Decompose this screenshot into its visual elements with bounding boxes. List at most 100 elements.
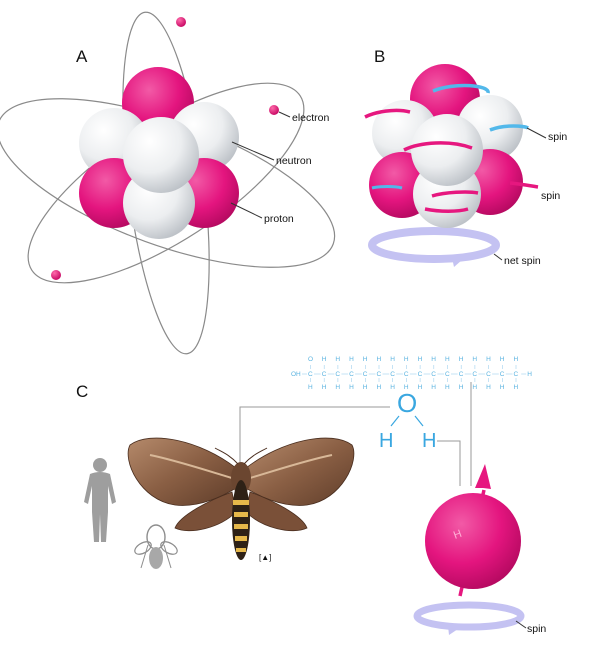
chain-carbon: C: [431, 371, 436, 378]
chain-hydrogen: H: [308, 384, 313, 391]
chain-hydrogen: H: [349, 384, 354, 391]
moth-scale-label: [▲]: [259, 553, 271, 562]
chain-hydrogen: H: [322, 356, 327, 363]
chain-hydrogen: H: [349, 356, 354, 363]
nucleus: [79, 67, 239, 239]
chain-hydrogen: H: [363, 356, 368, 363]
spin-arrow-magenta: [364, 108, 411, 119]
hydrogen-nucleus: [425, 493, 521, 589]
chain-hydrogen: H: [390, 384, 395, 391]
chain-hydrogen: H: [486, 384, 491, 391]
chain-terminal-hydrogen: H: [527, 371, 532, 378]
chain-hydrogen: H: [418, 356, 423, 363]
chain-hydrogen: H: [500, 384, 505, 391]
neutron-leader: [231, 141, 275, 161]
water-molecule: O H H: [379, 388, 436, 452]
spin-arrow-cyan: [489, 124, 529, 132]
chain-carbon: C: [363, 371, 368, 378]
chain-carbon: C: [500, 371, 505, 378]
electron-dot: [176, 17, 186, 27]
chain-carbonyl-oxygen: O: [308, 356, 313, 363]
spin-ring-arrowhead: [448, 626, 458, 635]
proton-h-label: H: [452, 528, 464, 542]
chain-hydrogen: H: [514, 384, 519, 391]
chain-carbon: C: [335, 371, 340, 378]
chain-hydrogen: H: [472, 384, 477, 391]
spin-arrow-cyan: [371, 185, 403, 190]
chain-hydrogen: H: [472, 356, 477, 363]
proton-leader: [230, 202, 263, 219]
chain-hydroxyl: OH: [291, 371, 301, 378]
spin-arrow-magenta: [403, 141, 473, 152]
chain-hydrogen: H: [335, 356, 340, 363]
neutron-sphere: [123, 117, 199, 193]
spin-label-upper: spin: [548, 131, 567, 143]
chain-carbon: C: [308, 371, 313, 378]
net-spin-label: net spin: [504, 255, 541, 267]
chain-hydrogen: H: [445, 384, 450, 391]
electron-dot: [51, 270, 61, 280]
water-hydrogen-left: H: [379, 430, 393, 452]
electron-label: electron: [292, 112, 330, 124]
chain-hydrogen: H: [431, 356, 436, 363]
chain-carbon: C: [418, 371, 423, 378]
spin-arrow-magenta: [424, 207, 469, 213]
water-bond: [414, 415, 424, 427]
water-hydrogen-right: H: [422, 430, 436, 452]
spin-arrow-magenta: [509, 181, 539, 189]
spin-arrow-magenta: [431, 190, 479, 198]
chain-hydrogen: H: [335, 384, 340, 391]
spin-leader-upper: [526, 127, 547, 139]
spin-arrow-cyan: [432, 83, 490, 94]
spin-arrows: [364, 83, 539, 213]
water-connector: [437, 440, 461, 486]
chain-hydrogen: H: [418, 384, 423, 391]
panel-b-letter: B: [374, 47, 385, 66]
chain-carbon: C: [459, 371, 464, 378]
chain-carbon: C: [472, 371, 477, 378]
spin-label-lower: spin: [541, 190, 560, 202]
chain-carbon: C: [445, 371, 450, 378]
panel-b: B spin spin net: [364, 47, 567, 267]
chain-carbon: C: [322, 371, 327, 378]
spin-label-c: spin: [527, 623, 546, 635]
chain-carbon: C: [404, 371, 409, 378]
chain-hydrogen: H: [363, 384, 368, 391]
net-spin-ring: [368, 227, 500, 267]
spin-axis-arrowhead: [475, 464, 491, 489]
net-spin-leader: [493, 253, 503, 261]
moth-icon: [127, 437, 355, 560]
spin-ring: [413, 601, 525, 631]
water-bond: [390, 415, 400, 427]
chain-hydrogen: H: [486, 356, 491, 363]
chain-carbon: C: [390, 371, 395, 378]
chain-hydrogen: H: [445, 356, 450, 363]
chain-hydrogen: H: [459, 384, 464, 391]
neutron-label: neutron: [276, 155, 312, 167]
proton-spin: H: [413, 464, 525, 635]
panel-a-letter: A: [76, 47, 88, 66]
chain-carbon: C: [377, 371, 382, 378]
human-silhouette-icon: [84, 458, 116, 542]
chain-hydrogen: H: [459, 356, 464, 363]
chain-hydrogen: H: [431, 384, 436, 391]
chain-hydrogen: H: [322, 384, 327, 391]
chain-hydrogen: H: [514, 356, 519, 363]
moth-connector: [239, 406, 390, 462]
spin-leader-c: [515, 620, 527, 629]
neutron-sphere: [411, 114, 483, 186]
proton-label: proton: [264, 213, 294, 225]
electron-dot: [269, 105, 279, 115]
panel-c-letter: C: [76, 382, 88, 401]
chain-carbon: C: [514, 371, 519, 378]
panel-a: A electron neutron proton: [0, 11, 336, 355]
electron-leader: [278, 111, 291, 118]
water-oxygen: O: [397, 388, 417, 418]
fly-icon: [134, 524, 178, 569]
chain-hydrogen: H: [377, 356, 382, 363]
chain-hydrogen: H: [377, 384, 382, 391]
chain-hydrogen: H: [390, 356, 395, 363]
